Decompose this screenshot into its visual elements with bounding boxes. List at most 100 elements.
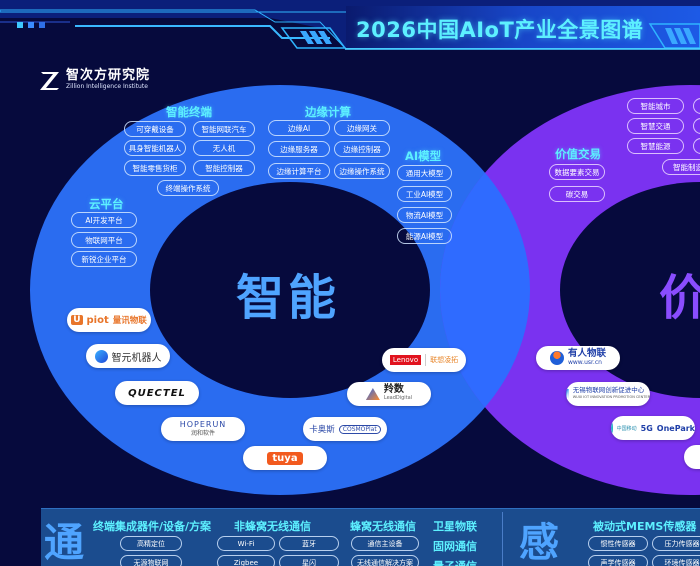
item-edge-server[interactable]: 边缘服务器 <box>268 141 330 157</box>
item-comm-equipment[interactable]: 通信主设备 <box>351 536 419 551</box>
cmcc-cn: 中国移动 <box>616 425 637 432</box>
divider <box>425 354 427 366</box>
section-title-ai-model: AI模型 <box>405 149 442 163</box>
item-smart-energy[interactable]: 智慧能源 <box>627 138 684 154</box>
item-edge-gateway[interactable]: 边缘网关 <box>334 120 390 136</box>
zhiyuan-logo-icon <box>94 349 108 363</box>
item-connected-vehicle[interactable]: 智能网联汽车 <box>193 121 255 137</box>
company-card-cut-off[interactable] <box>684 445 700 469</box>
item-wireless-solution[interactable]: 无线通信解决方案 <box>351 555 419 566</box>
item-edge-os[interactable]: 边缘操作系统 <box>334 163 390 179</box>
item-smart-retail[interactable]: 智能零售货柜 <box>124 160 186 176</box>
section-title-satellite-iot: 卫星物联 <box>433 520 477 533</box>
big-word-sensing: 感 <box>519 520 559 566</box>
big-word-connectivity: 通 <box>44 520 84 566</box>
company-card-uplot[interactable]: U piot 量讯物联 <box>67 308 151 332</box>
wuxi-logo-icon <box>566 389 569 399</box>
company-card-kaos[interactable]: 卡奥斯 COSMOPlat <box>303 417 387 441</box>
item-edge-controller[interactable]: 边缘控制器 <box>334 141 390 157</box>
company-card-lenovo[interactable]: Lenovo 联想凌拓 <box>382 348 466 372</box>
item-logistics-ai[interactable]: 物流AI模型 <box>397 207 452 223</box>
lingshu-logo-icon <box>365 388 380 400</box>
youren-logo-icon <box>549 351 564 365</box>
youren-cn: 有人物联 <box>567 348 606 359</box>
section-title-cellular: 蜂窝无线通信 <box>350 520 416 533</box>
item-edge-ai[interactable]: 边缘AI <box>268 120 330 136</box>
section-title-value-trade: 价值交易 <box>555 147 601 161</box>
company-card-lingshu[interactable]: 羚数 LeadDigital <box>347 382 431 406</box>
item-drone[interactable]: 无人机 <box>193 140 255 156</box>
company-card-youren[interactable]: 有人物联 www.usr.cn <box>536 346 620 370</box>
section-title-non-cellular: 非蜂窝无线通信 <box>234 520 311 533</box>
item-wearable[interactable]: 可穿戴设备 <box>124 121 186 137</box>
section-title-smart-terminal: 智能终端 <box>166 105 212 119</box>
uplot-cn: 量讯物联 <box>112 316 147 326</box>
item-nearlink[interactable]: 星闪 <box>279 555 339 566</box>
item-wifi[interactable]: Wi-Fi <box>217 536 275 551</box>
zhiyuan-cn: 智元机器人 <box>111 352 162 364</box>
institute-name-en: Zillion Intelligence Institute <box>66 83 148 90</box>
item-smart-traffic[interactable]: 智慧交通 <box>627 118 684 134</box>
kaos-en: COSMOPlat <box>338 424 381 434</box>
item-smart-controller[interactable]: 智能控制器 <box>193 160 255 176</box>
item-pressure-sensor[interactable]: 压力传感器 <box>652 536 700 551</box>
item-smart-city[interactable]: 智能城市 <box>627 98 684 114</box>
company-card-hoperun[interactable]: HOPERUN 润和软件 <box>161 417 245 441</box>
cmcc-onepark: OnePark <box>656 423 695 433</box>
item-data-trade[interactable]: 数据要素交易 <box>549 164 605 180</box>
lenovo-text: Lenovo <box>389 355 422 365</box>
institute-logo: 智次方研究院 Zillion Intelligence Institute <box>38 68 150 92</box>
company-card-zhiyuan[interactable]: 智元机器人 <box>86 344 170 368</box>
youren-en: www.usr.cn <box>567 359 602 366</box>
kaos-cn: 卡奥斯 <box>309 425 335 435</box>
lingshu-cn: 羚数 <box>383 384 404 395</box>
zillion-logo-icon <box>40 72 59 90</box>
item-terminal-os[interactable]: 终端操作系统 <box>157 180 219 196</box>
cmcc-5g: 5G <box>640 423 653 433</box>
company-card-cmcc[interactable]: 中国移动 5G OnePark <box>611 416 695 440</box>
item-smart-manufacturing[interactable]: 智能制造 <box>662 159 700 175</box>
item-industrial-ai[interactable]: 工业AI模型 <box>397 186 452 202</box>
big-word-intelligence: 智能 <box>236 270 341 326</box>
item-general-llm[interactable]: 通用大模型 <box>397 165 452 181</box>
item-inertial-sensor[interactable]: 惯性传感器 <box>588 536 648 551</box>
item-edge-platform[interactable]: 边缘计算平台 <box>268 163 330 179</box>
item-iot-platform[interactable]: 物联网平台 <box>71 232 137 248</box>
item-hp-positioning[interactable]: 高精定位 <box>120 536 182 551</box>
item-zigbee[interactable]: Zigbee <box>217 555 275 566</box>
section-title-fixed-network: 固网通信 <box>433 540 477 553</box>
item-energy-ai[interactable]: 能源AI模型 <box>397 228 452 244</box>
uplot-text: piot <box>86 314 109 326</box>
company-card-wuxi[interactable]: 无锡物联网创新促进中心 WUXI IOT INNOVATION PROMOTIO… <box>566 382 650 406</box>
header-decoration-dots <box>17 22 45 28</box>
lingshu-en: LeadDigital <box>383 395 413 401</box>
section-title-passive-mems: 被动式MEMS传感器 <box>593 520 697 533</box>
item-acoustic-sensor[interactable]: 声学传感器 <box>588 555 648 566</box>
cmcc-logo-icon <box>611 423 613 433</box>
item-ai-dev-platform[interactable]: AI开发平台 <box>71 212 137 228</box>
tuya-text: tuya <box>267 451 303 465</box>
company-card-quectel[interactable]: QUECTEL <box>115 381 199 405</box>
section-title-cloud-platform: 云平台 <box>89 197 124 211</box>
company-card-tuya[interactable]: tuya <box>243 446 327 470</box>
page-title: 2026中国AIoT产业全景图谱 <box>356 18 644 42</box>
section-title-quantum-comm: 量子通信 <box>433 558 477 566</box>
quectel-text: QUECTEL <box>128 387 186 399</box>
panel-divider <box>502 512 503 566</box>
hoperun-cn: 润和软件 <box>190 430 215 437</box>
uplot-mark: U <box>71 315 83 325</box>
item-emerging-platform[interactable]: 新锐企业平台 <box>71 251 137 267</box>
hoperun-en: HOPERUN <box>179 420 227 429</box>
big-word-value: 价 <box>659 270 700 326</box>
institute-name-cn: 智次方研究院 <box>66 68 151 83</box>
item-carbon-trade[interactable]: 碳交易 <box>549 186 605 202</box>
item-embodied-robot[interactable]: 具身智能机器人 <box>124 140 186 156</box>
wuxi-cn: 无锡物联网创新促进中心 <box>572 386 645 394</box>
section-title-edge-computing: 边缘计算 <box>305 105 351 119</box>
lenovo-sub: 联想凌拓 <box>430 356 459 364</box>
item-passive-iot[interactable]: 无源物联网 <box>120 555 182 566</box>
section-title-terminal-integration: 终端集成器件/设备/方案 <box>93 520 212 533</box>
item-bluetooth[interactable]: 蓝牙 <box>279 536 339 551</box>
item-environment-sensor[interactable]: 环境传感器 <box>652 555 700 566</box>
